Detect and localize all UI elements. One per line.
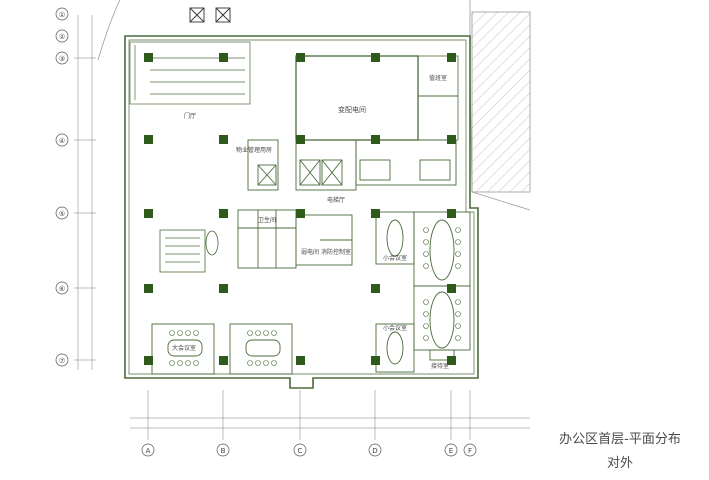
label-elevator-hall: 电梯厅 [327,196,345,204]
column-bubble-label: C [298,447,303,455]
row-bubble-label: ④ [59,137,65,145]
column-bubble-A: A [141,443,155,457]
row-bubble-label: ③ [59,55,65,63]
row-bubble-3: ③ [55,51,69,65]
column-bubble-label: E [449,447,453,455]
meeting-rooms-right [375,211,471,373]
restroom-block [237,209,353,269]
label-fire-room: 消防控制室 [321,248,351,256]
row-bubble-label: ② [59,33,65,41]
lobby-stair [159,229,219,273]
chairs [169,227,461,366]
adjacent-building-hatch [471,11,531,193]
row-bubble-6: ⑥ [55,281,69,295]
bottom-dimension-lines [130,390,530,440]
label-lobby: 门厅 [184,112,196,120]
structural-columns [144,53,456,365]
label-meeting-large: 大会议室 [172,344,196,352]
column-bubble-C: C [293,443,307,457]
column-bubble-B: B [216,443,230,457]
site-curve [97,0,121,61]
adjacent-curve [469,0,531,211]
row-bubble-1: ① [55,7,69,21]
column-bubble-label: F [468,447,472,455]
row-bubble-label: ⑤ [59,210,65,218]
column-bubble-F: F [463,443,477,457]
substation-block [295,55,459,141]
shelving-area [129,41,251,105]
rooftop-vents [189,7,231,23]
row-bubble-label: ① [59,11,65,19]
row-grid-bubbles: ① ② ③ ④ ⑤ ⑥ ⑦ [55,7,69,367]
left-dimension-lines [74,15,96,370]
column-bubble-D: D [368,443,382,457]
label-restroom: 卫生间 [258,216,276,224]
column-bubble-label: D [372,447,377,455]
label-reception: 接待室 [431,362,449,370]
column-bubble-label: A [146,447,151,455]
row-bubble-7: ⑦ [55,353,69,367]
column-grid-bubbles: A B C D E F [141,443,477,457]
meeting-rooms-bottom [151,323,293,375]
row-bubble-label: ⑦ [59,357,65,365]
row-bubble-label: ⑥ [59,285,65,293]
building-outline [124,35,479,389]
row-bubble-2: ② [55,29,69,43]
label-mgmt-room: 物业管理用房 [236,146,272,154]
label-meeting-small-1: 小会议室 [383,254,407,262]
label-substation: 变配电间 [338,105,366,114]
core-block [247,139,457,191]
row-bubble-5: ⑤ [55,206,69,220]
plan-subtitle: 对外 [606,456,633,471]
row-bubble-4: ④ [55,133,69,147]
label-meeting-small-2: 小会议室 [383,324,407,332]
column-bubble-E: E [444,443,458,457]
label-weak-room: 弱电间 [301,248,319,256]
label-duty-room: 值班室 [429,74,447,82]
column-bubble-label: B [221,447,226,455]
plan-title: 办公区首层-平面分布 [559,432,681,447]
